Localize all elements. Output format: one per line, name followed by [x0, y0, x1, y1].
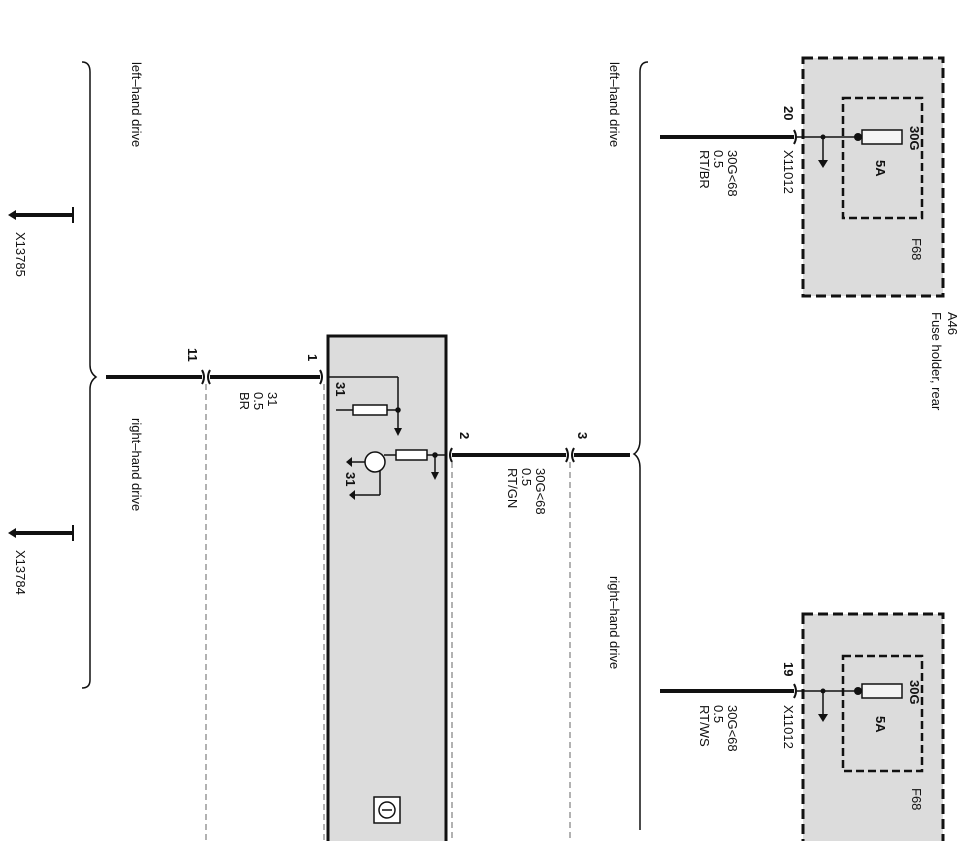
module-ground-label-1: 31 — [333, 382, 348, 396]
wire-bottom-color: RT/WS — [697, 705, 712, 747]
fuse-top-connector: X11012 — [781, 150, 796, 194]
wires — [106, 129, 797, 841]
fuse-bottom-rating: 5A — [873, 716, 888, 733]
fuse-bottom-connector: X11012 — [781, 705, 796, 749]
fuse-holder-top — [797, 56, 945, 298]
fuse-top-ref: F68 — [909, 238, 924, 260]
wire-ground-gauge: 0.5 — [251, 392, 266, 410]
wire-top-gauge: 0.5 — [711, 150, 726, 168]
module-logo-icon — [373, 796, 401, 824]
variant-braces — [81, 61, 649, 830]
variant-rhd-top: right–hand drive — [607, 576, 622, 669]
fuse-holder-ref: A46 — [945, 312, 960, 335]
pin-branch-supply: 3 — [575, 432, 590, 439]
variant-rhd-bottom: right–hand drive — [129, 418, 144, 511]
fuse-bottom-ref: F68 — [909, 788, 924, 810]
wire-supply-color: RT/GN — [505, 468, 520, 508]
wire-ground-circuit: 31 — [265, 392, 280, 406]
fuse-top-pin: 20 — [781, 106, 796, 120]
wire-ground-color: BR — [237, 392, 252, 410]
wire-bottom-gauge: 0.5 — [711, 705, 726, 723]
pin-module-supply: 2 — [457, 432, 472, 439]
ground-left-label: X13785 — [13, 232, 28, 277]
fuse-top-terminal: 30G — [907, 126, 922, 151]
fuse-symbol-bottom — [797, 683, 903, 722]
wire-top-circuit: 30G<68 — [725, 150, 740, 197]
ground-right-label: X13784 — [13, 550, 28, 595]
labels: A46 Fuse holder, rear F68 30G 5A X11012 … — [13, 62, 960, 810]
variant-lhd-bottom: left–hand drive — [129, 62, 144, 147]
fuse-holder-bottom — [797, 612, 945, 841]
fuse-bottom-pin: 19 — [781, 662, 796, 676]
control-module — [326, 334, 448, 841]
module-internal-circuit — [328, 376, 446, 496]
pin-module-ground: 1 — [305, 354, 320, 361]
fuse-bottom-terminal: 30G — [907, 680, 922, 705]
wire-top-color: RT/BR — [697, 150, 712, 189]
pin-branch-ground: 11 — [185, 348, 200, 362]
fuse-holder-name: Fuse holder, rear — [929, 312, 944, 411]
ground-point-right — [8, 525, 74, 541]
fuse-top-rating: 5A — [873, 160, 888, 177]
variant-lhd-top: left–hand drive — [607, 62, 622, 147]
fuse-symbol-top — [797, 129, 903, 168]
wire-supply-circuit: 30G<68 — [533, 468, 548, 515]
module-ground-label-2: 31 — [343, 472, 358, 486]
ground-point-left — [8, 207, 74, 223]
wire-supply-gauge: 0.5 — [519, 468, 534, 486]
wire-bottom-circuit: 30G<68 — [725, 705, 740, 752]
